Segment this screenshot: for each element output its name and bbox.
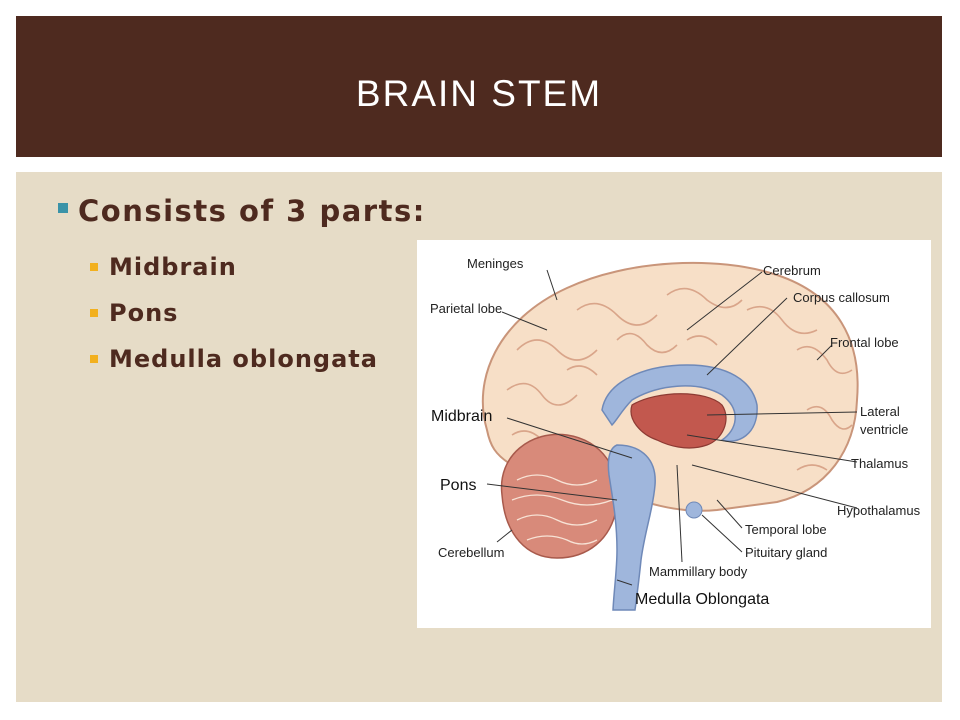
sub-bullet-item: Midbrain [90, 244, 378, 290]
cerebellum-shape [500, 433, 619, 559]
label-cerebellum: Cerebellum [438, 545, 504, 560]
label-pons: Pons [440, 477, 476, 494]
sub-bullet-list: Midbrain Pons Medulla oblongata [90, 244, 378, 382]
bullet-square-icon [90, 355, 98, 363]
slide-title: BRAIN STEM [355, 72, 603, 114]
main-bullet-text: Consists of 3 parts: [78, 194, 426, 228]
label-corpus-callosum: Corpus callosum [793, 290, 890, 305]
label-frontal-lobe: Frontal lobe [830, 335, 899, 350]
main-bullet: Consists of 3 parts: [58, 194, 426, 228]
pituitary-shape [685, 501, 703, 519]
label-thalamus: Thalamus [851, 456, 909, 471]
sub-bullet-text: Pons [109, 299, 179, 327]
bullet-square-icon [90, 309, 98, 317]
bullet-square-icon [90, 263, 98, 271]
label-temporal-lobe: Temporal lobe [745, 522, 827, 537]
brainstem-shape [607, 444, 656, 611]
brain-diagram: Meninges Cerebrum Parietal lobe Corpus c… [417, 240, 931, 628]
leader-lines [486, 269, 858, 586]
label-pituitary-gland: Pituitary gland [745, 545, 827, 560]
label-midbrain: Midbrain [431, 408, 492, 425]
label-lateral: Lateral [860, 404, 900, 419]
sub-bullet-text: Midbrain [109, 253, 237, 281]
label-ventricle: ventricle [860, 422, 908, 437]
label-hypothalamus: Hypothalamus [837, 503, 921, 518]
label-parietal-lobe: Parietal lobe [430, 301, 502, 316]
label-mammillary-body: Mammillary body [649, 564, 748, 579]
cerebellum-folia [511, 474, 613, 545]
label-cerebrum: Cerebrum [763, 263, 821, 278]
bullet-square-icon [58, 203, 68, 213]
brain-diagram-svg: Meninges Cerebrum Parietal lobe Corpus c… [430, 256, 921, 611]
sub-bullet-text: Medulla oblongata [109, 345, 378, 373]
sub-bullet-item: Pons [90, 290, 378, 336]
label-medulla-oblongata: Medulla Oblongata [635, 591, 769, 608]
title-bar: BRAIN STEM [16, 16, 942, 157]
sub-bullet-item: Medulla oblongata [90, 336, 378, 382]
label-meninges: Meninges [467, 256, 524, 271]
thalamus-shape [630, 393, 727, 449]
